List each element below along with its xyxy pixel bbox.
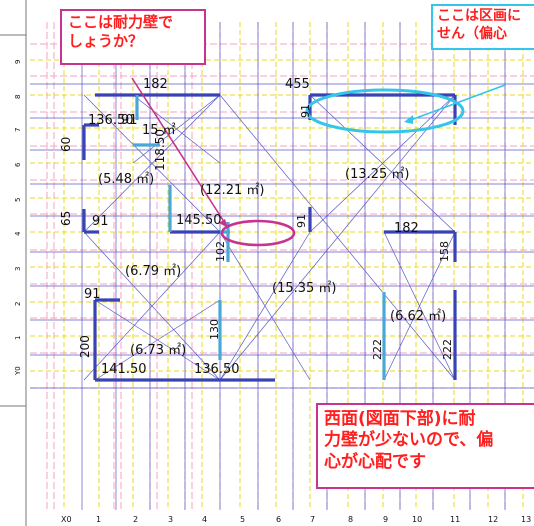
brace-line: [383, 231, 456, 381]
wall-length-label: 60: [59, 137, 73, 152]
brace-line: [309, 94, 456, 233]
column-label: 2: [133, 515, 138, 524]
left-ruler: [0, 0, 27, 526]
wall-length-label: 222: [441, 339, 454, 360]
highlight-ellipse-cyan: [305, 88, 465, 134]
arrow-head: [219, 219, 228, 228]
brace-line: [132, 94, 221, 164]
brace-lines: [83, 94, 456, 381]
row-label: 6: [14, 162, 22, 167]
room-area-label: (12.21 ㎡): [200, 183, 265, 198]
column-label: X0: [61, 515, 72, 524]
wall-length-label: 91: [84, 287, 101, 302]
row-label: 3: [14, 267, 22, 271]
annotations: [131, 77, 506, 247]
room-area-label: (5.48 ㎡): [98, 172, 154, 187]
brace-line: [219, 231, 311, 381]
wall-length-label: 91: [299, 104, 312, 118]
column-label: 8: [348, 515, 353, 524]
column-label: 9: [383, 515, 388, 524]
wall-length-label: 130: [208, 319, 221, 340]
wall-length-label: 182: [394, 221, 419, 236]
row-label: 7: [14, 128, 22, 132]
wall-length-label: 145.50: [176, 213, 222, 228]
wall-length-label: 91: [121, 113, 138, 128]
wall-length-label: 91: [92, 214, 109, 229]
wall-length-label: 141.50: [101, 362, 147, 377]
room-area-label: 15 ㎡: [142, 123, 176, 138]
callout-eccentricity-concern: 西面(図面下部)に耐 力壁が少ないので、偏 心が心配です: [316, 403, 534, 489]
wall-length-label: 118.50: [153, 129, 167, 171]
wall-length-label: 158: [438, 241, 451, 262]
column-label: 6: [276, 515, 281, 524]
wall-length-label: 455: [285, 77, 310, 92]
room-area-label: (13.25 ㎡): [345, 167, 410, 182]
wall-length-label: 102: [214, 241, 227, 262]
room-area-label: (6.62 ㎡): [390, 309, 446, 324]
brace-line: [94, 299, 221, 381]
brace-line: [219, 94, 456, 381]
wall-length-label: 91: [295, 214, 308, 228]
row-label: 8: [14, 95, 22, 99]
room-area-label: (6.73 ㎡): [130, 343, 186, 358]
wall-length-label: 182: [143, 77, 168, 92]
column-label: 12: [488, 515, 498, 524]
wall-length-label: 222: [371, 339, 384, 360]
grid-lines: [30, 22, 534, 510]
room-area-label: (6.79 ㎡): [125, 264, 181, 279]
row-label: 5: [14, 198, 22, 202]
column-label: 5: [240, 515, 245, 524]
column-label: 13: [521, 515, 531, 524]
column-label: 3: [168, 515, 173, 524]
row-label: 2: [14, 302, 22, 306]
row-label: 1: [14, 336, 22, 340]
wall-length-label: 136.50: [88, 113, 134, 128]
row-label: Y0: [14, 366, 22, 376]
brace-line: [83, 94, 221, 233]
arrow-head-cyan: [404, 115, 413, 124]
wall-length-label: 200: [78, 335, 92, 358]
column-label: 7: [310, 515, 315, 524]
annotation-arrow: [131, 77, 229, 229]
wall-length-label: 136.50: [194, 362, 240, 377]
brace-line: [83, 231, 221, 381]
wall-length-label: 65: [59, 211, 73, 226]
row-label: 9: [14, 60, 22, 64]
callout-bearing-wall-question: ここは耐力壁で しょうか？: [60, 9, 206, 65]
annotation-arrow-cyan: [407, 84, 506, 122]
column-label: 4: [202, 515, 207, 524]
room-area-label: (15.35 ㎡): [272, 281, 337, 296]
row-label: 4: [14, 231, 22, 236]
column-label: 10: [412, 515, 422, 524]
column-label: 11: [450, 515, 460, 524]
callout-partition-note: ここは区画に せん（偏心: [431, 4, 534, 50]
highlight-ellipse-pink: [220, 219, 296, 247]
column-label: 1: [96, 515, 101, 524]
